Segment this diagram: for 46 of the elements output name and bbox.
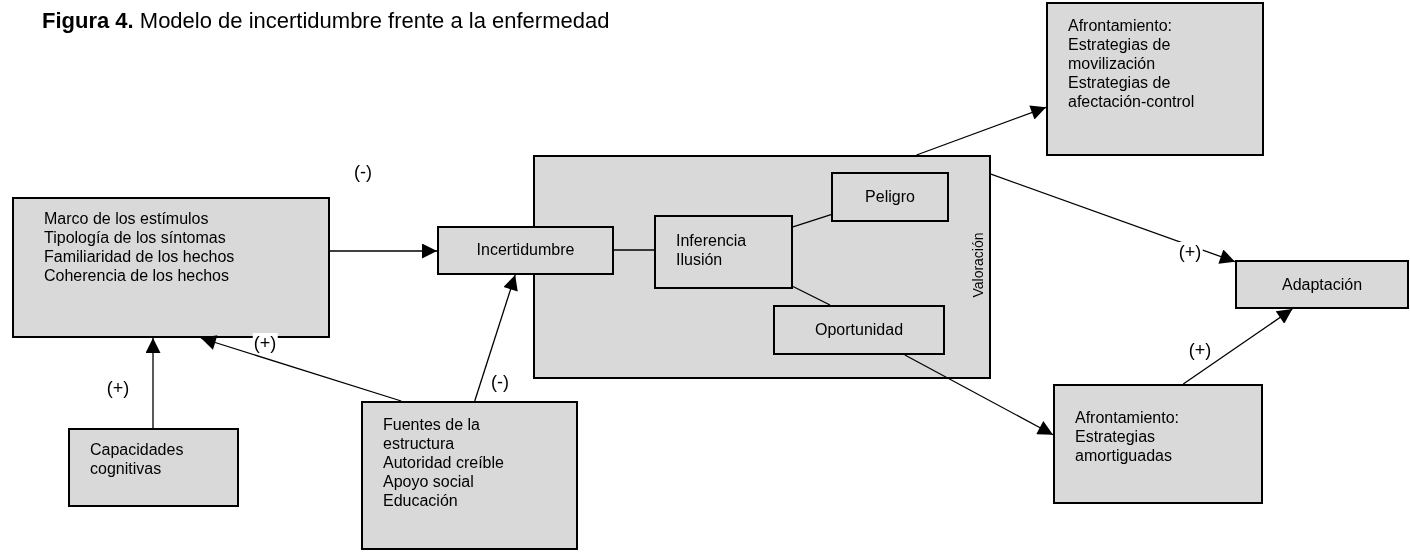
- box-text: Apoyo social: [383, 472, 475, 491]
- process-box: [654, 215, 793, 289]
- box-text: Fuentes de la estructura: [383, 415, 481, 453]
- process-box: [831, 172, 949, 222]
- process-box: [1235, 260, 1409, 309]
- box-text: Estrategias de afectación-control: [1068, 73, 1196, 111]
- box-text: Afrontamiento:: [1075, 408, 1181, 427]
- box-text: Adaptación: [1280, 275, 1364, 294]
- box-text: Estrategias amortiguadas: [1075, 427, 1173, 465]
- figure-title: Figura 4. Modelo de incertidumbre frente a la enfermedad: [42, 8, 610, 34]
- process-box: [437, 226, 614, 275]
- box-text: Afrontamiento:: [1068, 16, 1174, 35]
- edge-label: (-): [490, 372, 510, 392]
- panel-label: Valoración: [970, 231, 986, 300]
- process-box: [68, 428, 239, 507]
- box-text: Estrategias de movilización: [1068, 35, 1172, 73]
- process-box: [12, 197, 330, 338]
- edge-label: (+): [252, 333, 278, 353]
- arrow: [329, 243, 438, 259]
- process-box: [1053, 384, 1263, 504]
- arrow: [904, 354, 1054, 436]
- box-text: Inferencia: [676, 231, 748, 250]
- box-text: Educación: [383, 491, 459, 510]
- edge-label: (+): [1177, 242, 1203, 262]
- box-text: Familiaridad de los hechos: [44, 247, 236, 266]
- edge-label: (+): [1187, 340, 1213, 360]
- process-box: [773, 305, 945, 355]
- arrow: [474, 274, 518, 402]
- arrow: [145, 337, 161, 429]
- box-text: Coherencia de los hechos: [44, 266, 230, 285]
- box-text: Peligro: [864, 187, 916, 206]
- edge-label: (-): [353, 162, 373, 182]
- arrow: [200, 335, 402, 402]
- arrow: [915, 105, 1047, 156]
- box-text: Incertidumbre: [475, 240, 576, 259]
- box-text: Ilusión: [676, 250, 724, 269]
- process-box: [361, 401, 578, 550]
- box-text: Tipología de los síntomas: [44, 228, 227, 247]
- box-text: Marco de los estímulos: [44, 209, 210, 228]
- arrow: [990, 173, 1236, 264]
- process-box: [1046, 2, 1264, 156]
- arrow: [1182, 308, 1293, 385]
- box-text: Oportunidad: [813, 320, 905, 339]
- box-text: Autoridad creíble: [383, 453, 505, 472]
- edge-label: (+): [105, 378, 131, 398]
- box-text: Capacidades cognitivas: [90, 440, 185, 478]
